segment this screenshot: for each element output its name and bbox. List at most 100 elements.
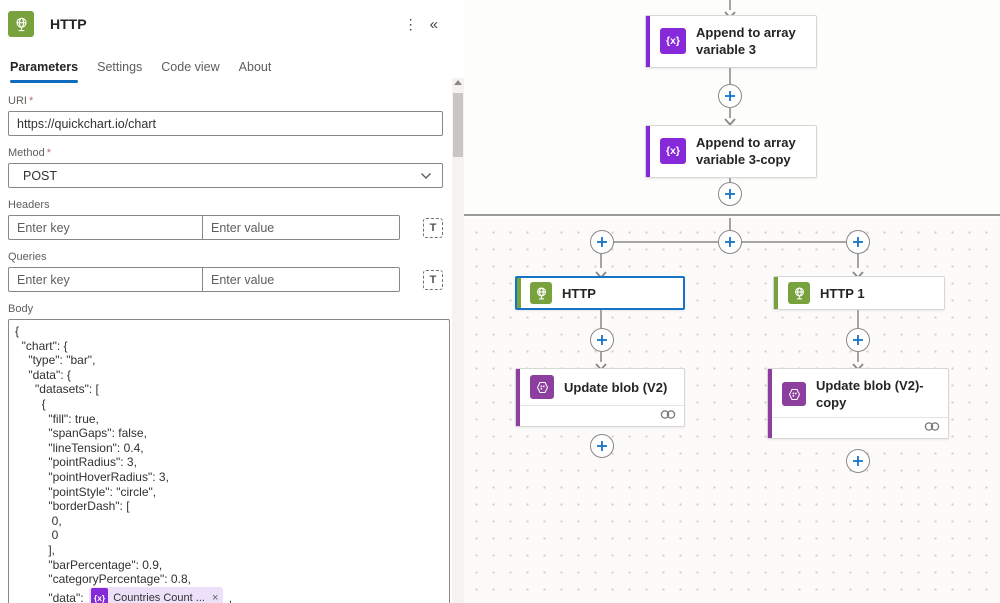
insert-step-button[interactable]	[718, 182, 742, 206]
required-asterisk: *	[28, 95, 34, 107]
body-json-line: "spanGaps": false,	[15, 426, 147, 441]
dynamic-content-token[interactable]: {x} Countries Count ... ×	[88, 586, 224, 603]
body-json-editor[interactable]: { "chart": { "type": "bar", "data": { "d…	[8, 319, 450, 603]
connector-line	[857, 310, 859, 328]
queries-row: T	[8, 267, 443, 292]
body-json-line: ],	[15, 542, 56, 557]
required-asterisk: *	[46, 147, 51, 159]
arrowhead-icon	[595, 266, 607, 279]
node-label: Update blob (V2)	[564, 379, 668, 395]
headers-value-input[interactable]	[202, 215, 400, 240]
variables-icon: {x}	[660, 28, 686, 54]
body-json-line: 0	[15, 528, 59, 543]
panel-header: HTTP ⋮ «	[0, 0, 452, 40]
connection-icon	[924, 419, 940, 437]
connector-line	[729, 68, 731, 85]
body-json-line: "chart": {	[15, 338, 68, 353]
node-footer	[772, 417, 948, 438]
connector-line	[729, 0, 731, 10]
arrowhead-icon	[724, 113, 736, 126]
insert-step-button[interactable]	[590, 434, 614, 458]
queries-value-input[interactable]	[202, 267, 400, 292]
body-json-line: "fill": true,	[15, 411, 99, 426]
node-append-to-array-variable-3-copy[interactable]: {x} Append to array variable 3-copy	[645, 125, 817, 178]
action-details-panel: HTTP ⋮ « Parameters Settings Code view A…	[0, 0, 452, 603]
tab-about[interactable]: About	[239, 56, 272, 83]
node-update-blob-v2-copy[interactable]: Update blob (V2)-copy	[767, 368, 949, 439]
node-http-1[interactable]: HTTP 1	[773, 276, 945, 310]
connector-line	[857, 352, 859, 362]
variables-icon: {x}	[660, 138, 686, 164]
body-json-line: "lineTension": 0.4,	[15, 440, 144, 455]
body-json-line: "borderDash": [	[15, 499, 130, 514]
method-selected-value: POST	[23, 168, 58, 183]
uri-input[interactable]	[8, 111, 443, 136]
body-json-line: "categoryPercentage": 0.8,	[15, 572, 191, 587]
insert-branch-button-left[interactable]	[590, 230, 614, 254]
arrowhead-icon	[595, 358, 607, 371]
method-label: Method*	[8, 147, 51, 159]
panel-title: HTTP	[50, 16, 87, 32]
connector-line	[729, 218, 731, 231]
node-accent-bar	[768, 369, 772, 438]
arrowhead-icon	[852, 358, 864, 371]
insert-step-button[interactable]	[846, 449, 870, 473]
connector-line	[600, 254, 602, 268]
body-json-line: "pointRadius": 3,	[15, 455, 137, 470]
body-json-line: "type": "bar",	[15, 353, 96, 368]
body-json-line: "barPercentage": 0.9,	[15, 557, 163, 572]
tab-parameters[interactable]: Parameters	[10, 56, 79, 83]
arrowhead-icon	[852, 266, 864, 279]
insert-step-button[interactable]	[846, 328, 870, 352]
scrollbar-thumb[interactable]	[453, 93, 463, 157]
node-label: Update blob (V2)-copy	[816, 378, 924, 410]
node-update-blob-v2[interactable]: Update blob (V2)	[515, 368, 685, 427]
tab-settings[interactable]: Settings	[97, 56, 142, 83]
chevron-down-icon	[420, 169, 432, 183]
body-json-line: "pointStyle": "circle",	[15, 484, 157, 499]
blob-storage-icon	[530, 375, 554, 399]
body-json-line: "pointHoverRadius": 3,	[15, 469, 169, 484]
blob-storage-icon	[782, 382, 806, 406]
connector-line	[600, 352, 602, 362]
token-label: Countries Count ...	[113, 591, 205, 603]
insert-step-button[interactable]	[590, 328, 614, 352]
headers-key-input[interactable]	[8, 215, 202, 240]
node-footer	[520, 405, 684, 426]
body-json-line: "data": {	[15, 367, 71, 382]
connection-icon	[660, 407, 676, 425]
node-accent-bar	[646, 16, 650, 67]
insert-step-button[interactable]	[718, 84, 742, 108]
method-dropdown[interactable]: POST	[8, 163, 443, 188]
node-accent-bar	[646, 126, 650, 177]
tab-code-view[interactable]: Code view	[161, 56, 219, 83]
scroll-up-icon[interactable]	[454, 80, 462, 85]
node-append-to-array-variable-3[interactable]: {x} Append to array variable 3	[645, 15, 817, 68]
body-json-line: 0,	[15, 513, 62, 528]
node-label: HTTP 1	[820, 285, 865, 301]
node-http-selected[interactable]: HTTP	[515, 276, 685, 310]
node-label: Append to array variable 3	[696, 25, 796, 57]
headers-text-mode-icon[interactable]: T	[423, 217, 443, 238]
insert-branch-button-center[interactable]	[718, 230, 742, 254]
token-remove-icon[interactable]: ×	[211, 591, 219, 603]
panel-scrollbar[interactable]	[452, 78, 464, 603]
flow-canvas[interactable]: {x} Append to array variable 3 {x} Appen…	[464, 0, 1000, 603]
headers-row: T	[8, 215, 443, 240]
queries-key-input[interactable]	[8, 267, 202, 292]
body-json-data-line: "data": {x}Countries Count ...× ,	[15, 586, 443, 603]
arrowhead-icon	[724, 6, 736, 19]
node-accent-bar	[774, 277, 778, 309]
more-options-icon[interactable]: ⋮	[398, 14, 424, 35]
queries-label: Queries	[8, 251, 47, 263]
node-label: Append to array variable 3-copy	[696, 135, 796, 167]
http-icon	[530, 282, 552, 304]
insert-branch-button-right[interactable]	[846, 230, 870, 254]
expression-icon: {x}	[90, 587, 109, 603]
queries-text-mode-icon[interactable]: T	[423, 269, 443, 290]
parameters-form: URI* Method* POST Headers T Queries T	[0, 95, 452, 603]
connector-line	[600, 310, 602, 328]
http-connector-icon	[8, 11, 34, 37]
collapse-panel-icon[interactable]: «	[424, 14, 444, 35]
